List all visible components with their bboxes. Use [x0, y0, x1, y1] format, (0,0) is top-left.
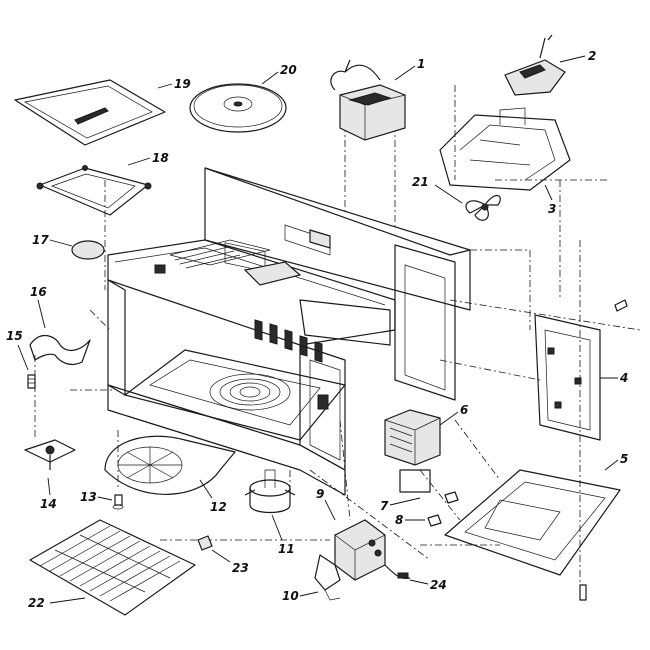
callout-12: 12 — [210, 500, 227, 514]
callout-5: 5 — [620, 452, 628, 466]
part-5-base-plate — [444, 459, 621, 601]
callout-4: 4 — [619, 371, 628, 385]
part-13-screw — [97, 494, 124, 510]
part-21-fan-blade — [434, 184, 501, 221]
callout-16: 16 — [30, 285, 47, 299]
callout-20: 20 — [280, 63, 297, 77]
part-6-magnetron — [384, 409, 459, 493]
callout-labels: 1 2 3 4 5 6 7 8 9 10 11 12 13 14 15 16 1… — [6, 49, 628, 610]
callout-11: 11 — [278, 542, 295, 556]
part-9-capacitor — [324, 499, 386, 581]
callout-6: 6 — [460, 403, 468, 417]
callout-1: 1 — [417, 57, 425, 71]
callout-10: 10 — [282, 589, 299, 603]
callout-9: 9 — [316, 487, 324, 501]
part-23-plug — [197, 535, 231, 563]
part-10-bracket — [299, 554, 341, 601]
part-22-oven-rack — [29, 519, 196, 616]
part-16-coupler — [29, 299, 91, 366]
callout-2: 2 — [588, 49, 596, 63]
part-20-turntable-plate — [189, 71, 287, 133]
callout-22: 22 — [28, 596, 45, 610]
part-17-light-cover — [49, 239, 105, 260]
callout-13: 13 — [80, 490, 97, 504]
part-15-screw — [17, 344, 36, 389]
callout-7: 7 — [380, 499, 389, 513]
callout-18: 18 — [152, 151, 169, 165]
part-11-motor — [244, 469, 296, 541]
part-3-fan-housing — [439, 107, 571, 201]
part-4-side-plate — [534, 299, 628, 441]
callout-15: 15 — [6, 329, 23, 343]
part-24-diode — [384, 564, 429, 585]
part-7-8-screws — [389, 491, 459, 527]
callout-19: 19 — [174, 77, 191, 91]
callout-24: 24 — [430, 578, 447, 592]
assembly-guide-lines — [34, 85, 641, 590]
callout-21: 21 — [412, 175, 429, 189]
part-12-stirrer-cover — [104, 435, 236, 499]
part-1-transformer — [330, 59, 416, 141]
part-14-roller-guide — [24, 439, 76, 496]
callout-3: 3 — [548, 202, 556, 216]
callout-23: 23 — [232, 561, 249, 575]
main-cabinet — [107, 167, 471, 496]
part-19-glass-tray — [14, 79, 173, 146]
callout-17: 17 — [32, 233, 49, 247]
part-18-frame — [36, 157, 152, 216]
callout-14: 14 — [40, 497, 57, 511]
callout-8: 8 — [395, 513, 403, 527]
part-2-thermal-assembly — [504, 34, 586, 96]
